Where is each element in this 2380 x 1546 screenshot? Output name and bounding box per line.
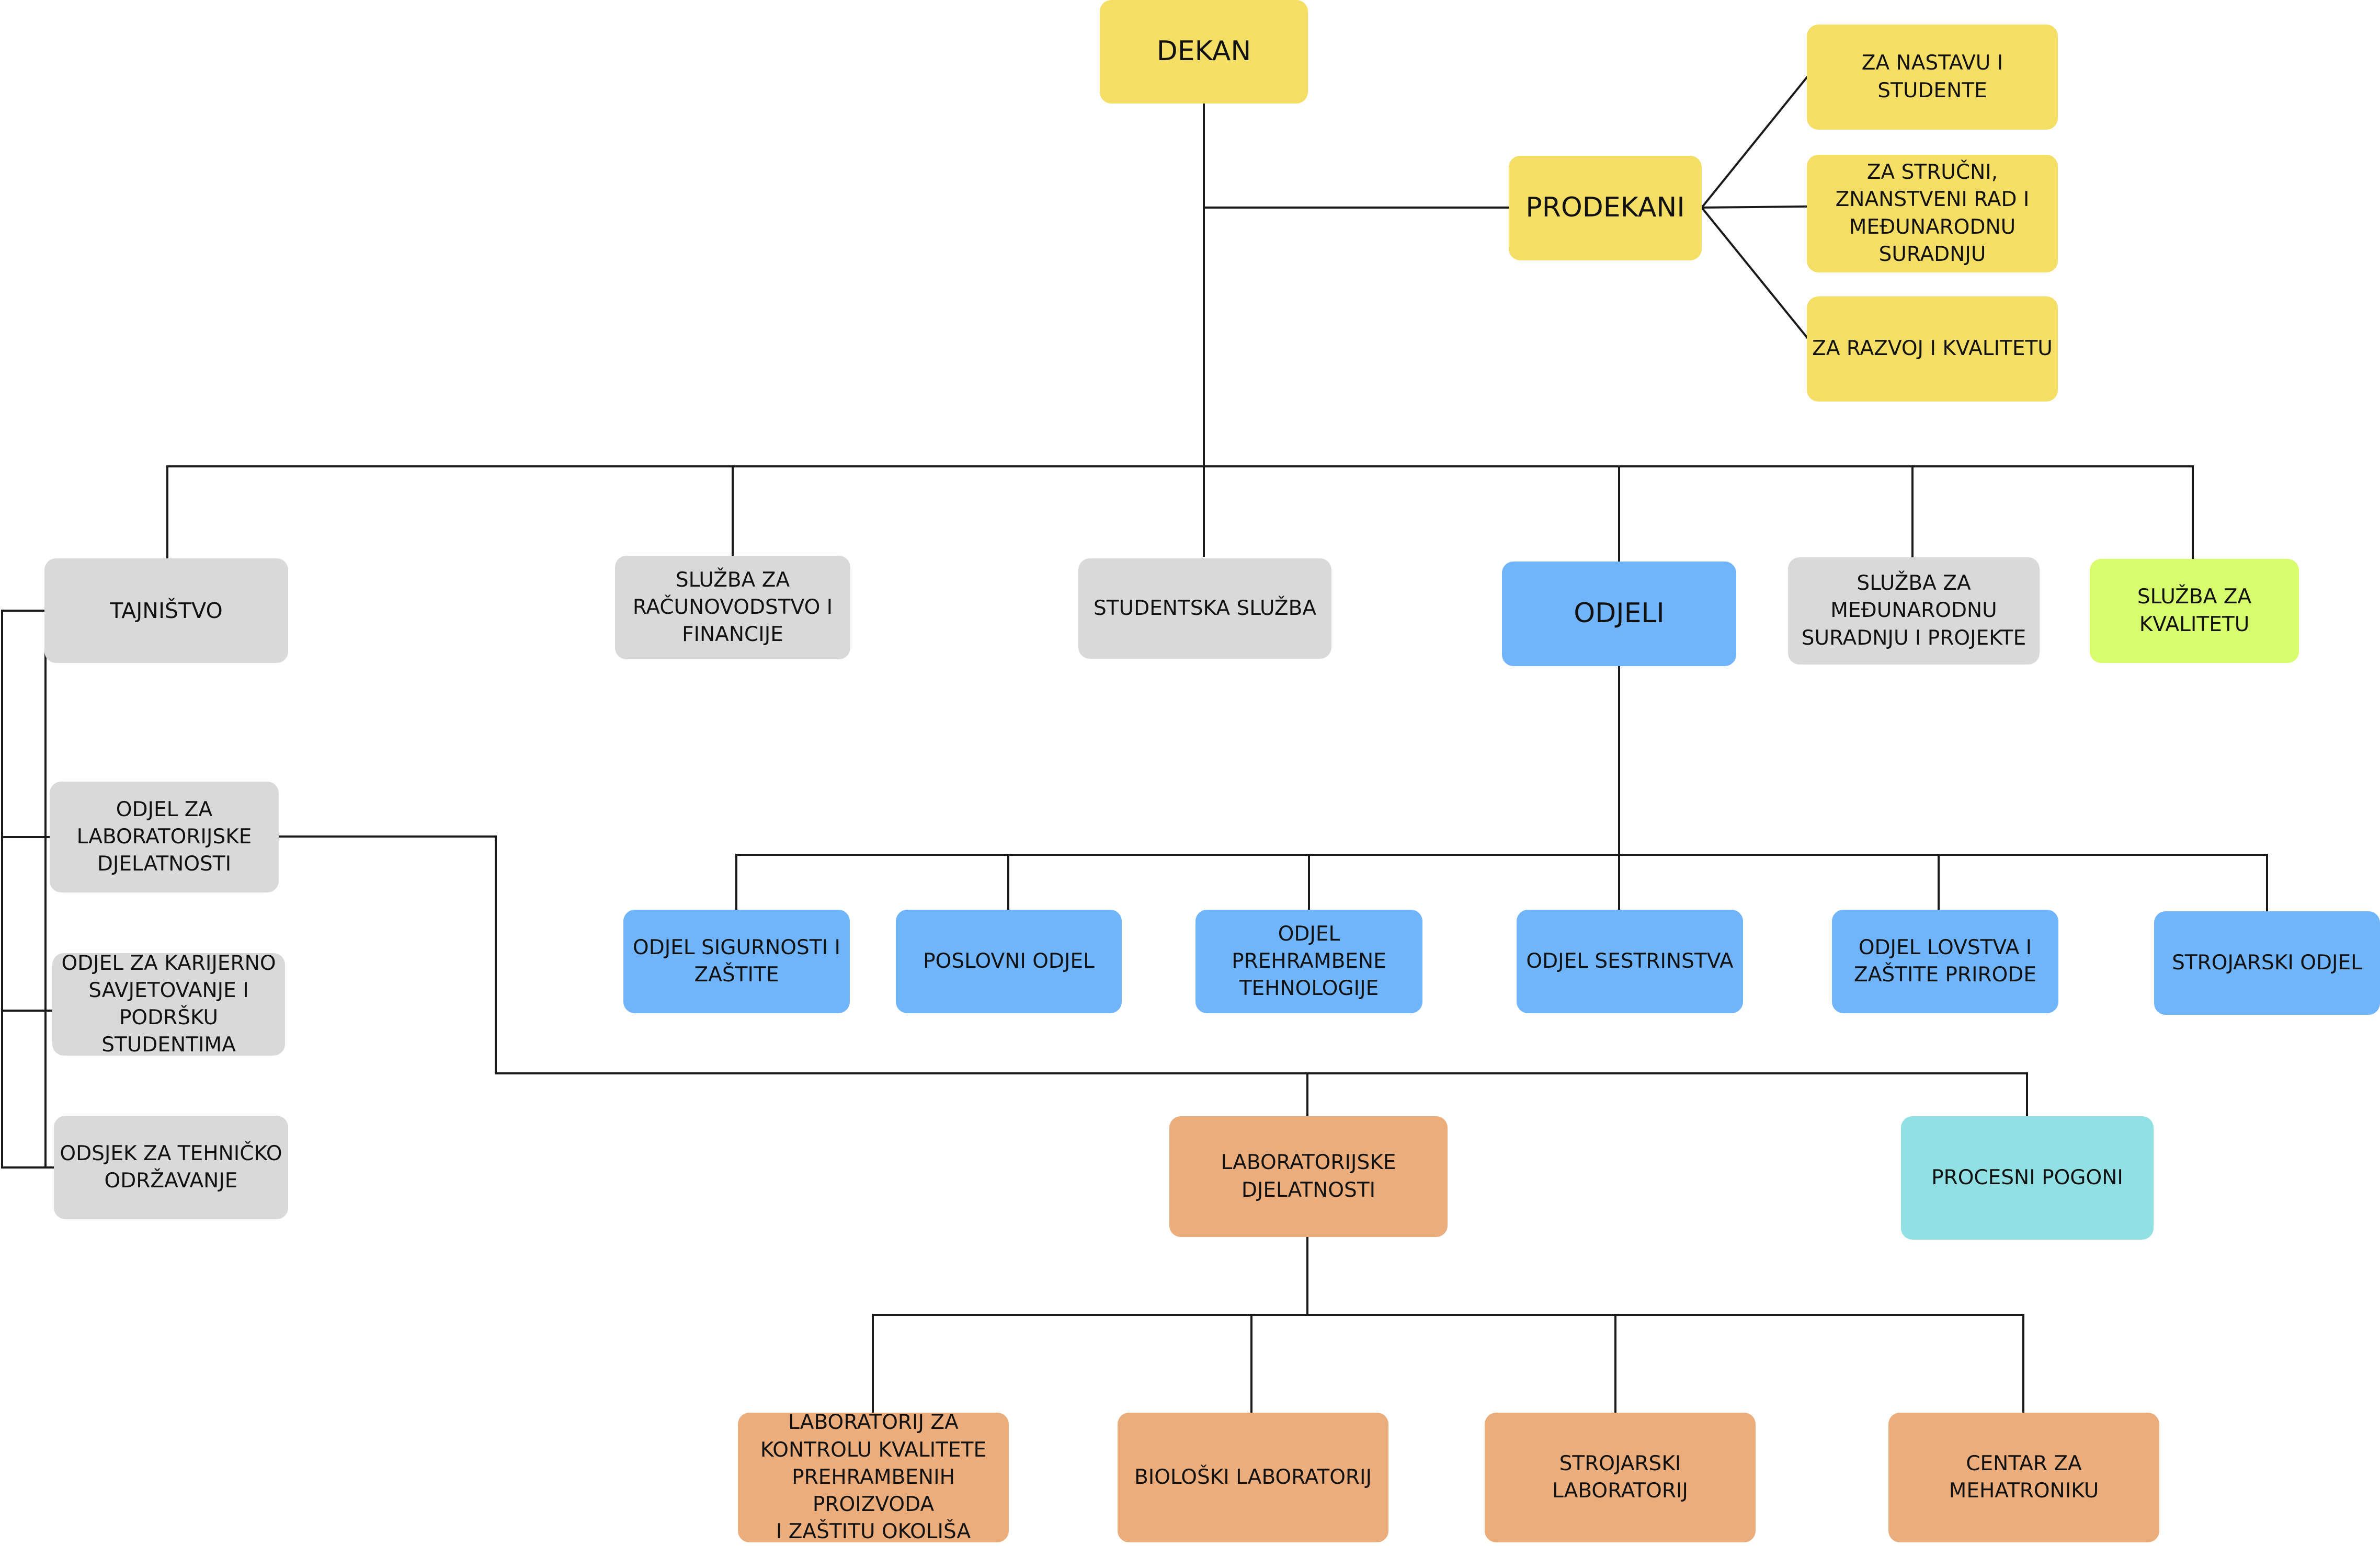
- node-procesni: PROCESNI POGONI: [1901, 1116, 2154, 1240]
- node-studentska: STUDENTSKA SLUŽBA: [1078, 558, 1331, 659]
- node-strojarski-odjel: STROJARSKI ODJEL: [2154, 911, 2380, 1015]
- node-racunovodstvo: SLUŽBA ZA RAČUNOVODSTVO I FINANCIJE: [615, 556, 850, 659]
- node-lab-kontrola: LABORATORIJ ZA KONTROLU KVALITETE PREHRA…: [738, 1411, 1009, 1543]
- node-odjeli: ODJELI: [1502, 562, 1736, 666]
- connector-tajnistvo-left: [43, 610, 47, 1167]
- node-lab-djelatnosti: LABORATORIJSKE DJELATNOSTI: [1169, 1116, 1448, 1237]
- node-prodekani: PRODEKANI: [1509, 156, 1702, 260]
- connector-odjel-lab-route: [278, 835, 2028, 1117]
- node-kvaliteta: SLUŽBA ZA KVALITETU: [2090, 559, 2299, 663]
- connector-prodekani-strucni: [1700, 205, 1808, 209]
- node-odjel-lab: ODJEL ZA LABORATORIJSKE DJELATNOSTI: [50, 782, 279, 892]
- node-odsjek-tehnicko: ODSJEK ZA TEHNIČKO ODRŽAVANJE: [54, 1116, 288, 1219]
- node-bioloski: BIOLOŠKI LABORATORIJ: [1118, 1413, 1388, 1542]
- node-prodekan-nastava: ZA NASTAVU I STUDENTE: [1807, 25, 2058, 130]
- node-prodekan-razvoj: ZA RAZVOJ I KVALITETU: [1807, 296, 2058, 402]
- node-dekan: DEKAN: [1100, 0, 1308, 104]
- node-medjunarodna: SLUŽBA ZA MEĐUNARODNU SURADNJU I PROJEKT…: [1788, 557, 2040, 665]
- node-sestrinstva: ODJEL SESTRINSTVA: [1517, 910, 1743, 1013]
- node-tajnistvo: TAJNIŠTVO: [44, 558, 288, 663]
- node-lovstva: ODJEL LOVSTVA I ZAŠTITE PRIRODE: [1832, 910, 2058, 1013]
- node-prodekan-strucni: ZA STRUČNI, ZNANSTVENI RAD I MEĐUNARODNU…: [1807, 155, 2058, 272]
- connector-prodekani-razvoj: [1700, 206, 1808, 339]
- node-strojarski-lab: STROJARSKI LABORATORIJ: [1485, 1413, 1756, 1542]
- node-mehatronika: CENTAR ZA MEHATRONIKU: [1888, 1413, 2159, 1542]
- node-prehrambene: ODJEL PREHRAMBENE TEHNOLOGIJE: [1195, 910, 1422, 1013]
- node-odjel-sigurnosti: ODJEL SIGURNOSTI I ZAŠTITE: [623, 910, 850, 1013]
- node-poslovni: POSLOVNI ODJEL: [896, 910, 1122, 1013]
- connector-prodekani-nastava: [1700, 76, 1808, 209]
- node-odjel-karijerno: ODJEL ZA KARIJERNO SAVJETOVANJE I PODRŠK…: [52, 952, 285, 1057]
